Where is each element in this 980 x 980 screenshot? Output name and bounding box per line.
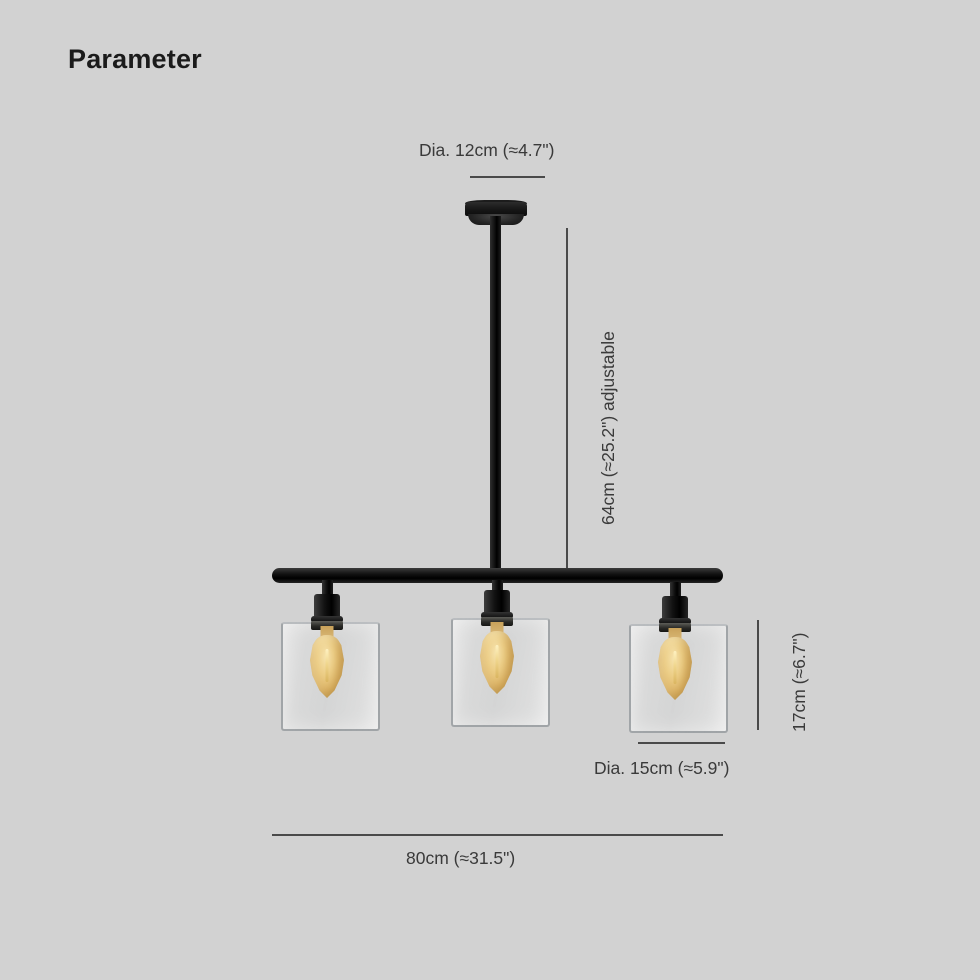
socket-stem-1 bbox=[322, 580, 333, 598]
page-title: Parameter bbox=[68, 44, 202, 74]
socket-stem-3 bbox=[670, 582, 681, 600]
shade-height-rule bbox=[757, 620, 759, 730]
lamp-socket-1 bbox=[314, 594, 340, 620]
edison-bulb-2 bbox=[480, 622, 514, 694]
horizontal-bar bbox=[272, 568, 723, 583]
canopy-diameter-label: Dia. 12cm (≈4.7") bbox=[419, 140, 555, 160]
socket-stem-2 bbox=[492, 580, 503, 594]
shade-diameter-label: Dia. 15cm (≈5.9") bbox=[594, 758, 730, 778]
bulb-glass-3 bbox=[658, 637, 692, 700]
edison-bulb-1 bbox=[310, 626, 344, 698]
drop-height-label: 64cm (≈25.2") adjustable bbox=[598, 331, 618, 525]
bulb-glass-1 bbox=[310, 635, 344, 698]
socket-ring-1 bbox=[311, 616, 343, 623]
drop-height-rule bbox=[566, 228, 568, 568]
overall-width-rule bbox=[272, 834, 723, 836]
canopy-diameter-rule bbox=[470, 176, 545, 178]
ceiling-canopy bbox=[465, 202, 527, 216]
lamp-socket-3 bbox=[662, 596, 688, 622]
socket-ring-2 bbox=[481, 612, 513, 619]
shade-height-label: 17cm (≈6.7") bbox=[789, 632, 809, 732]
lamp-socket-2 bbox=[484, 590, 510, 616]
overall-width-label: 80cm (≈31.5") bbox=[406, 848, 516, 868]
socket-ring-3 bbox=[659, 618, 691, 625]
bulb-filament-3 bbox=[673, 651, 677, 684]
shade-collar-2 bbox=[481, 617, 513, 626]
bulb-filament-2 bbox=[495, 645, 499, 678]
shade-diameter-rule bbox=[638, 742, 725, 744]
edison-bulb-3 bbox=[658, 628, 692, 700]
shade-collar-1 bbox=[311, 621, 343, 630]
shade-collar-3 bbox=[659, 623, 691, 632]
drop-rod bbox=[490, 216, 501, 572]
bulb-glass-2 bbox=[480, 631, 514, 694]
bulb-filament-1 bbox=[325, 649, 329, 682]
